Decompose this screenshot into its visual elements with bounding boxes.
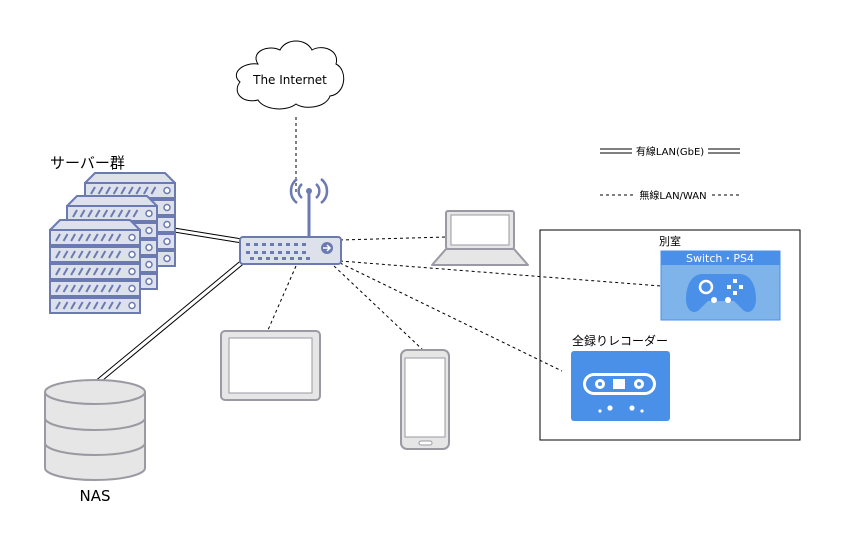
laptop-icon — [431, 210, 529, 266]
tablet-icon — [220, 330, 321, 401]
internet-label: The Internet — [252, 73, 327, 87]
connections — [93, 117, 662, 386]
switch-ps4: Switch・PS4 — [660, 250, 781, 321]
internet-cloud: The Internet — [235, 40, 345, 110]
laptop — [431, 210, 529, 266]
recorder: 全録りレコーダー — [571, 333, 670, 421]
smartphone — [400, 349, 450, 450]
tablet — [220, 330, 321, 401]
wireless-link-tablet — [267, 265, 297, 331]
wireless-link-laptop — [339, 236, 447, 241]
wireless-link-recorder — [339, 262, 563, 372]
room-label: 別室 — [659, 234, 681, 248]
wired-link-servers — [173, 227, 243, 244]
legend-wired: 有線LAN(GbE) — [600, 145, 740, 158]
nas: NAS — [44, 379, 146, 505]
gamepad-icon — [686, 274, 756, 312]
router-icon — [239, 178, 342, 265]
smartphone-icon — [400, 349, 450, 450]
servers-label: サーバー群 — [50, 154, 125, 172]
wifi-router — [239, 178, 342, 265]
server-rack-icon — [49, 172, 176, 314]
server-group: サーバー群 — [49, 154, 176, 314]
nas-label: NAS — [79, 487, 110, 505]
wireless-link-smartphone — [333, 265, 425, 352]
recorder-label: 全録りレコーダー — [572, 333, 668, 348]
switch-label: Switch・PS4 — [686, 252, 754, 265]
room-box — [539, 229, 801, 441]
wired-link-nas — [93, 257, 248, 386]
separate-room: 別室 Switch・PS4 全録りレコーダー — [539, 229, 801, 441]
legend-wireless: 無線LAN/WAN — [600, 189, 742, 202]
database-icon — [44, 379, 146, 481]
cassette-icon — [571, 351, 670, 421]
legend: 有線LAN(GbE) 無線LAN/WAN — [600, 145, 742, 202]
cloud-icon — [235, 40, 345, 110]
legend-wired-label: 有線LAN(GbE) — [636, 145, 704, 158]
legend-wireless-label: 無線LAN/WAN — [639, 189, 706, 202]
